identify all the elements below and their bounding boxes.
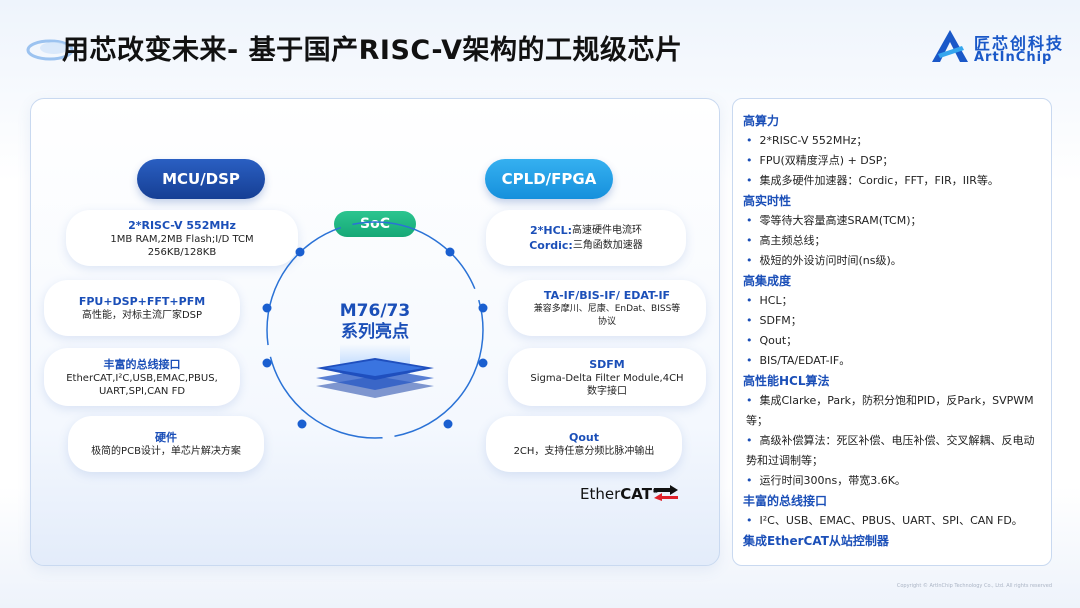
card-body: 高性能，对标主流厂家DSP	[81, 310, 203, 321]
section-heading: 丰富的总线接口	[743, 494, 828, 508]
feature-section: 高算力 •2*RISC-V 552MHz； •FPU(双精度浮点) + DSP；…	[743, 111, 1041, 191]
orbit-dot	[262, 303, 272, 313]
series-model: M76/73	[339, 301, 411, 321]
company-logo: 匠芯创科技 ArtInChip	[930, 26, 1062, 70]
card-body: 极简的PCB设计，单芯片解决方案	[91, 446, 241, 457]
logo-english-name: ArtInChip	[974, 50, 1053, 65]
orbit-dot	[445, 247, 455, 257]
card-title: SDFM	[589, 357, 625, 371]
list-item: •极短的外设访问时间(ns级)。	[746, 254, 902, 267]
card-qout: Qout 2CH，支持任意分频比脉冲输出	[486, 416, 682, 472]
list-item: •零等待大容量高速SRAM(TCM)；	[746, 214, 922, 227]
title-swoosh-decoration	[26, 39, 74, 61]
card-body: EtherCAT,I²C,USB,EMAC,PBUS,	[66, 372, 218, 384]
feature-list-panel: 高算力 •2*RISC-V 552MHz； •FPU(双精度浮点) + DSP；…	[732, 98, 1052, 566]
copyright-text: Copyright © ArtInChip Technology Co., Lt…	[896, 583, 1052, 589]
card-hardware: 硬件 极简的PCB设计，单芯片解决方案	[68, 416, 264, 472]
card-body: 256KB/128KB	[147, 246, 217, 258]
section-heading: 高性能HCL算法	[743, 374, 830, 388]
list-item: •HCL；	[746, 294, 793, 307]
section-heading: 高算力	[743, 114, 780, 128]
card-value: 三角函数加速器	[572, 240, 643, 251]
cpld-fpga-label: CPLD/FPGA	[485, 159, 613, 199]
card-value: 高速硬件电流环	[572, 225, 643, 236]
feature-section: 高性能HCL算法 •集成Clarke，Park，防积分饱和PID，反Park，S…	[743, 371, 1041, 491]
soc-label: SoC	[334, 211, 416, 237]
ethercat-arrows-icon	[654, 485, 678, 501]
feature-section: 高集成度 •HCL； •SDFM； •Qout； •BIS/TA/EDAT-IF…	[743, 271, 1041, 371]
section-heading: 高实时性	[743, 194, 792, 208]
card-row: Cordic: 三角函数加速器	[529, 238, 643, 253]
card-title: 2*RISC-V 552MHz	[128, 218, 236, 232]
card-title: 硬件	[155, 431, 177, 444]
series-highlight-caption: 系列亮点	[341, 322, 409, 342]
card-encoder-interfaces: TA-IF/BIS-IF/ EDAT-IF 兼容多摩川、尼康、EnDat、BIS…	[508, 280, 706, 336]
list-item: •Qout；	[746, 334, 798, 347]
logo-chinese-name: 匠芯创科技	[974, 34, 1065, 53]
list-item: •BIS/TA/EDAT-IF。	[746, 354, 851, 367]
ethercat-suffix: CAT	[620, 485, 652, 503]
card-title: Qout	[569, 431, 599, 444]
list-item: •集成Clarke，Park，防积分饱和PID，反Park，SVPWM等；	[746, 394, 1034, 427]
orbit-dot	[262, 358, 272, 368]
card-body: Sigma-Delta Filter Module,4CH	[530, 372, 684, 384]
card-bus-interfaces: 丰富的总线接口 EtherCAT,I²C,USB,EMAC,PBUS, UART…	[44, 348, 240, 406]
card-body: 1MB RAM,2MB Flash;I/D TCM	[110, 233, 254, 245]
card-row: 2*HCL: 高速硬件电流环	[530, 223, 642, 238]
list-item: •FPU(双精度浮点) + DSP；	[746, 154, 894, 167]
card-key: 2*HCL:	[529, 224, 573, 237]
mcu-dsp-label: MCU/DSP	[137, 159, 265, 199]
soc-orbit	[262, 221, 488, 439]
card-sdfm: SDFM Sigma-Delta Filter Module,4CH 数字接口	[508, 348, 706, 406]
orbit-dot	[443, 419, 453, 429]
feature-section: 高实时性 •零等待大容量高速SRAM(TCM)； •高主频总线； •极短的外设访…	[743, 191, 1041, 271]
feature-section: 丰富的总线接口 •I²C、USB、EMAC、PBUS、UART、SPI、CAN …	[743, 491, 1041, 531]
section-heading: 集成EtherCAT从站控制器	[743, 534, 889, 548]
card-fpu-dsp: FPU+DSP+FFT+PFM 高性能，对标主流厂家DSP	[44, 280, 240, 336]
card-risc-v: 2*RISC-V 552MHz 1MB RAM,2MB Flash;I/D TC…	[66, 210, 298, 266]
card-title: TA-IF/BIS-IF/ EDAT-IF	[543, 288, 671, 302]
card-title: 丰富的总线接口	[103, 357, 181, 371]
list-item: •高级补偿算法：死区补偿、电压补偿、交叉解耦、反电动势和过调制等；	[746, 434, 1035, 467]
card-body: 兼容多摩川、尼康、EnDat、BISS等	[533, 303, 681, 314]
list-item: •I²C、USB、EMAC、PBUS、UART、SPI、CAN FD。	[746, 514, 1023, 527]
ethercat-logo: EtherCAT®	[580, 484, 680, 506]
card-body: 协议	[597, 316, 616, 327]
list-item: •2*RISC-V 552MHz；	[746, 134, 868, 147]
ethercat-prefix: Ether	[580, 485, 621, 503]
list-item: •运行时间300ns，带宽3.6K。	[746, 474, 906, 487]
list-item: •高主频总线；	[746, 234, 826, 247]
list-item: •集成多硬件加速器：Cordic，FFT，FIR，IIR等。	[746, 174, 999, 187]
card-key: Cordic:	[529, 239, 573, 252]
logo-mark-icon	[932, 30, 968, 62]
card-title: FPU+DSP+FFT+PFM	[78, 295, 206, 308]
page-title: 用芯改变未来- 基于国产RISC-V架构的工规级芯片	[62, 35, 683, 66]
section-heading: 高集成度	[743, 274, 792, 288]
orbit-dot	[297, 419, 307, 429]
orbit-ring	[266, 221, 484, 439]
card-body: 数字接口	[587, 385, 627, 397]
feature-section: 集成EtherCAT从站控制器	[743, 531, 1041, 551]
card-hcl-cordic: 2*HCL: 高速硬件电流环 Cordic: 三角函数加速器	[486, 210, 686, 266]
list-item: •SDFM；	[746, 314, 802, 327]
orbit-dot	[295, 247, 305, 257]
chip-stack-icon	[316, 344, 434, 398]
card-body: 2CH，支持任意分频比脉冲输出	[513, 446, 655, 457]
series-highlight-title: M76/73 系列亮点	[325, 301, 425, 343]
orbit-dot	[478, 303, 488, 313]
orbit-dot	[478, 358, 488, 368]
card-body: UART,SPI,CAN FD	[98, 385, 186, 397]
